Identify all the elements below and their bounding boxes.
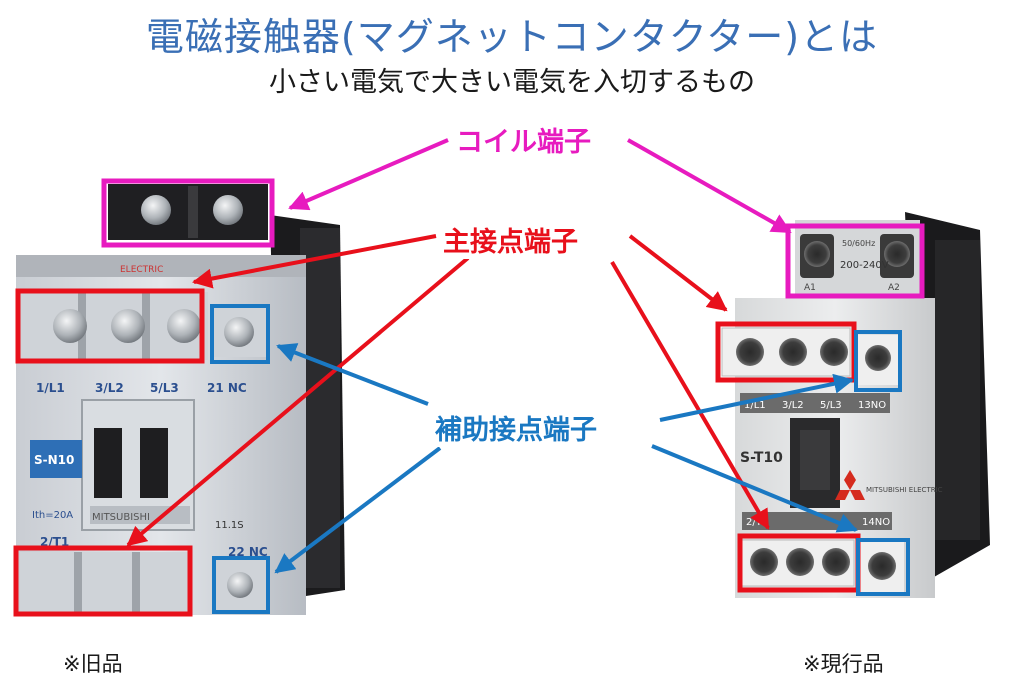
current-product-caption: ※現行品 [803,652,884,676]
mitsubishi-logo-icon [835,470,865,500]
page-subtitle: 小さい電気で大きい電気を入切するもの [269,67,755,98]
old-aux-bottom-box [212,556,270,614]
old-main-top-box [15,288,205,364]
old-coil-terminal-box [101,178,275,248]
old-product-caption: ※旧品 [63,652,123,676]
old-model: S-N10 [34,453,74,467]
new-coil-terminal-box [785,223,925,299]
new-aux-bottom-box [856,538,910,596]
new-brand: MITSUBISHI ELECTRIC [866,486,943,494]
old-aux-top-box [210,304,270,364]
new-top-terminal-1: 1/L1 [744,400,766,411]
new-bottom-terminal-4: 14NO [862,517,890,528]
old-brand: MITSUBISHI [92,512,150,523]
new-model: S-T10 [740,450,783,466]
new-contactor: 50/60Hz 200-240V A1 A2 1/L1 3/L2 5/L3 13… [721,212,990,598]
old-top-terminal-1: 1/L1 [36,381,65,395]
new-aux-top-box [854,330,902,392]
coil-arrows [288,138,792,234]
main-contact-terminal-label: 主接点端子 [439,220,582,259]
coil-terminal-label: コイル端子 [452,120,595,159]
new-top-terminal-3: 5/L3 [820,400,842,411]
new-coil-rating: 200-240V [840,260,889,271]
old-bottom-terminal-4: 22 NC [228,545,268,559]
page-title: 電磁接触器(マグネットコンタクター)とは [145,15,879,59]
old-rating: Ith=20A [32,510,73,521]
new-top-terminal-4: 13NO [858,400,886,411]
aux-contact-terminal-label: 補助接点端子 [431,408,601,447]
old-top-terminal-3: 5/L3 [150,381,179,395]
old-top-terminal-4: 21 NC [207,381,247,395]
old-code: 11.1S [215,520,244,531]
aux-arrows [274,343,858,574]
svg-text:ELECTRIC: ELECTRIC [120,265,163,275]
new-top-terminal-2: 3/L2 [782,400,804,411]
old-contactor: ELECTRIC 1/L1 3/L2 5/L3 21 NC MITSUBISHI… [16,184,345,615]
old-main-bottom-box [13,545,193,617]
new-coil-freq: 50/60Hz [842,239,875,248]
old-top-terminal-2: 3/L2 [95,381,124,395]
new-coil-terminal-a1: A1 [804,283,816,293]
new-coil-terminal-a2: A2 [888,283,900,293]
